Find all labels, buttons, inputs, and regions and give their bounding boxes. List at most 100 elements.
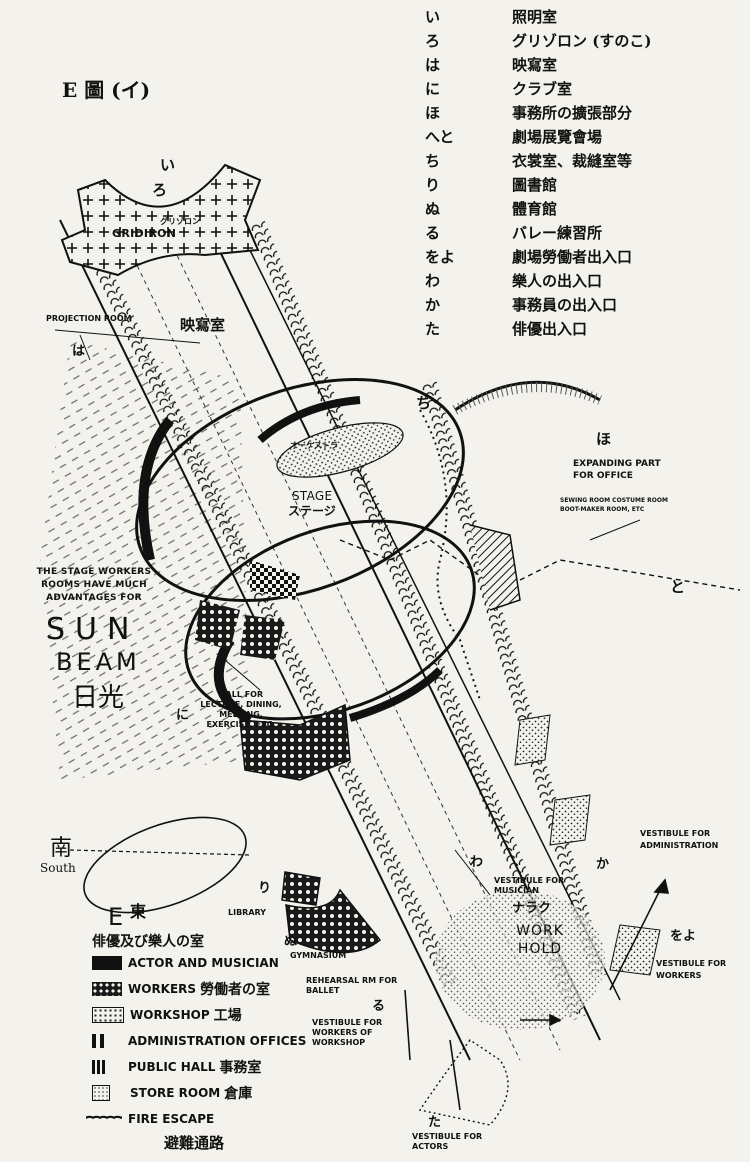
legend-swatch	[92, 1007, 124, 1023]
key-room: 樂人の出入口	[512, 272, 603, 290]
key-kana: に	[425, 80, 441, 98]
orchestra-jp-label: オーケストラ	[290, 441, 338, 450]
marker-ni: に	[176, 708, 190, 723]
legend-jp: 倉庫	[224, 1086, 253, 1102]
south-jp-label: 南	[50, 836, 73, 861]
sewing-room-label: SEWING ROOM COSTUME ROOM BOOT-MAKER ROOM…	[560, 497, 668, 513]
marker-i: い	[160, 156, 176, 174]
key-room: 俳優出入口	[512, 320, 588, 338]
expanding-part-label: EXPANDING PART FOR OFFICE	[573, 459, 661, 481]
legend-jp: 勞働者の室	[200, 982, 271, 998]
legend-text: WORKSHOP	[130, 1008, 210, 1022]
legend-text: ACTOR AND MUSICIAN	[128, 956, 279, 970]
gridiron-jp-label: グリゾロン	[160, 217, 200, 226]
key-kana: をよ	[425, 248, 456, 266]
marker-ta: た	[428, 1115, 442, 1130]
vestibule-admin-label: VESTIBULE FOR ADMINISTRATION	[640, 829, 719, 850]
vestibule-musician-label: VESTIBULE FOR MUSICIAN	[494, 876, 565, 895]
key-room: 劇場展覽會場	[512, 128, 603, 146]
key-kana: わ	[425, 272, 441, 290]
key-room: 圖書館	[512, 176, 558, 194]
marker-ho: ほ	[596, 430, 612, 448]
projection-room-label: PROJECTION ROOM	[46, 314, 132, 323]
key-kana: ほ	[425, 104, 441, 122]
marker-wa: わ	[470, 855, 484, 870]
marker-ri: り	[258, 881, 272, 896]
key-room: 事務所の擴張部分	[512, 104, 633, 122]
marker-to: と	[670, 578, 686, 596]
gymnasium-block	[285, 888, 382, 954]
key-kana: へと	[425, 128, 455, 146]
marker-nu: ぬ	[284, 934, 298, 949]
key-room: グリゾロン (すのこ)	[512, 32, 652, 50]
legend-jp: 事務室	[219, 1060, 262, 1076]
figure-title: E 圖 (イ)	[62, 78, 151, 102]
legend-item-workshop: WORKSHOP 工場	[92, 1004, 242, 1026]
legend-jp: 工場	[213, 1008, 242, 1024]
stage-label: STAGE	[292, 489, 333, 503]
legend-jp: 避難通路	[164, 1134, 225, 1152]
marker-ro: ろ	[152, 181, 168, 199]
key-kana: か	[425, 296, 441, 314]
marker-ru: る	[372, 999, 386, 1014]
legend-text: WORKERS	[128, 982, 197, 996]
legend-item-admin: ADMINISTRATION OFFICES	[92, 1030, 306, 1052]
vestibule-workshop-label: VESTIBULE FOR WORKERS OF WORKSHOP	[312, 1018, 383, 1047]
key-kana: ぬ	[425, 200, 441, 218]
legend-swatch	[92, 982, 122, 996]
stage-jp-label: ステージ	[288, 504, 336, 518]
key-kana: る	[425, 224, 441, 242]
key-room: 映寫室	[512, 56, 558, 74]
vestibule-actors-label: VESTIBULE FOR ACTORS	[412, 1132, 483, 1151]
gridiron-block	[60, 163, 262, 277]
south-label: South	[40, 861, 76, 875]
legend-swatch	[92, 1060, 106, 1074]
east-jp-label: 東	[130, 902, 147, 921]
fire-escape-swatch	[86, 1114, 122, 1124]
vestibule-workers-label: VESTIBULE FOR WORKERS	[656, 959, 727, 980]
legend-text: PUBLIC HALL	[128, 1060, 216, 1074]
gymnasium-label: GYMNASIUM	[290, 951, 347, 960]
marker-ha: は	[72, 344, 86, 359]
key-kana: り	[425, 176, 441, 194]
marker-ka: か	[596, 857, 610, 872]
library-label: LIBRARY	[228, 908, 267, 917]
legend-swatch	[92, 1085, 110, 1101]
key-room: 體育館	[512, 200, 558, 218]
marker-oyo: をよ	[670, 929, 697, 944]
hall-label: HALL FOR LECTURE, DINING, MEETING, EXERC…	[200, 690, 282, 729]
orientation-ellipse	[83, 816, 247, 914]
key-room: 照明室	[512, 8, 558, 26]
legend-swatch	[92, 1034, 104, 1048]
sunlight-jp-label: 日光	[72, 683, 125, 713]
entry-arrows	[404, 878, 670, 1111]
key-kana: ろ	[425, 32, 441, 50]
legend-item-public-hall: PUBLIC HALL 事務室	[92, 1056, 261, 1078]
key-kana: は	[425, 56, 441, 74]
legend-text: STORE ROOM	[130, 1086, 221, 1100]
work-hold-jp-label: ナラク	[512, 901, 552, 916]
marker-chi: ち	[416, 394, 432, 412]
office-expansion-arc	[454, 380, 601, 412]
hall-blocks	[195, 560, 351, 781]
stage-workers-note: THE STAGE WORKERS ROOMS HAVE MUCH ADVANT…	[36, 567, 152, 603]
east-label: E	[108, 903, 124, 931]
key-room: 劇場勞働者出入口	[512, 248, 633, 266]
legend-swatch	[92, 956, 122, 970]
key-kana: い	[425, 8, 441, 26]
key-room: バレー練習所	[512, 224, 603, 242]
library-block	[281, 871, 321, 906]
rehearsal-label: REHEARSAL RM FOR BALLET	[306, 976, 398, 995]
legend-item-fire-escape: FIRE ESCAPE	[86, 1108, 214, 1130]
key-room: 事務員の出入口	[512, 296, 618, 314]
work-hold-label: WORK HOLD	[516, 923, 564, 957]
legend-item-workers: WORKERS 勞働者の室	[92, 978, 270, 1000]
key-kana: ち	[425, 152, 441, 170]
gridiron-label: GRIDIRON	[112, 227, 177, 240]
key-kana: た	[425, 320, 441, 338]
key-room: クラブ室	[512, 80, 573, 98]
legend-item-actor: ACTOR AND MUSICIAN	[92, 952, 279, 974]
legend-item-store-room: STORE ROOM 倉庫	[92, 1082, 252, 1104]
sun-label: SUN	[46, 612, 140, 647]
